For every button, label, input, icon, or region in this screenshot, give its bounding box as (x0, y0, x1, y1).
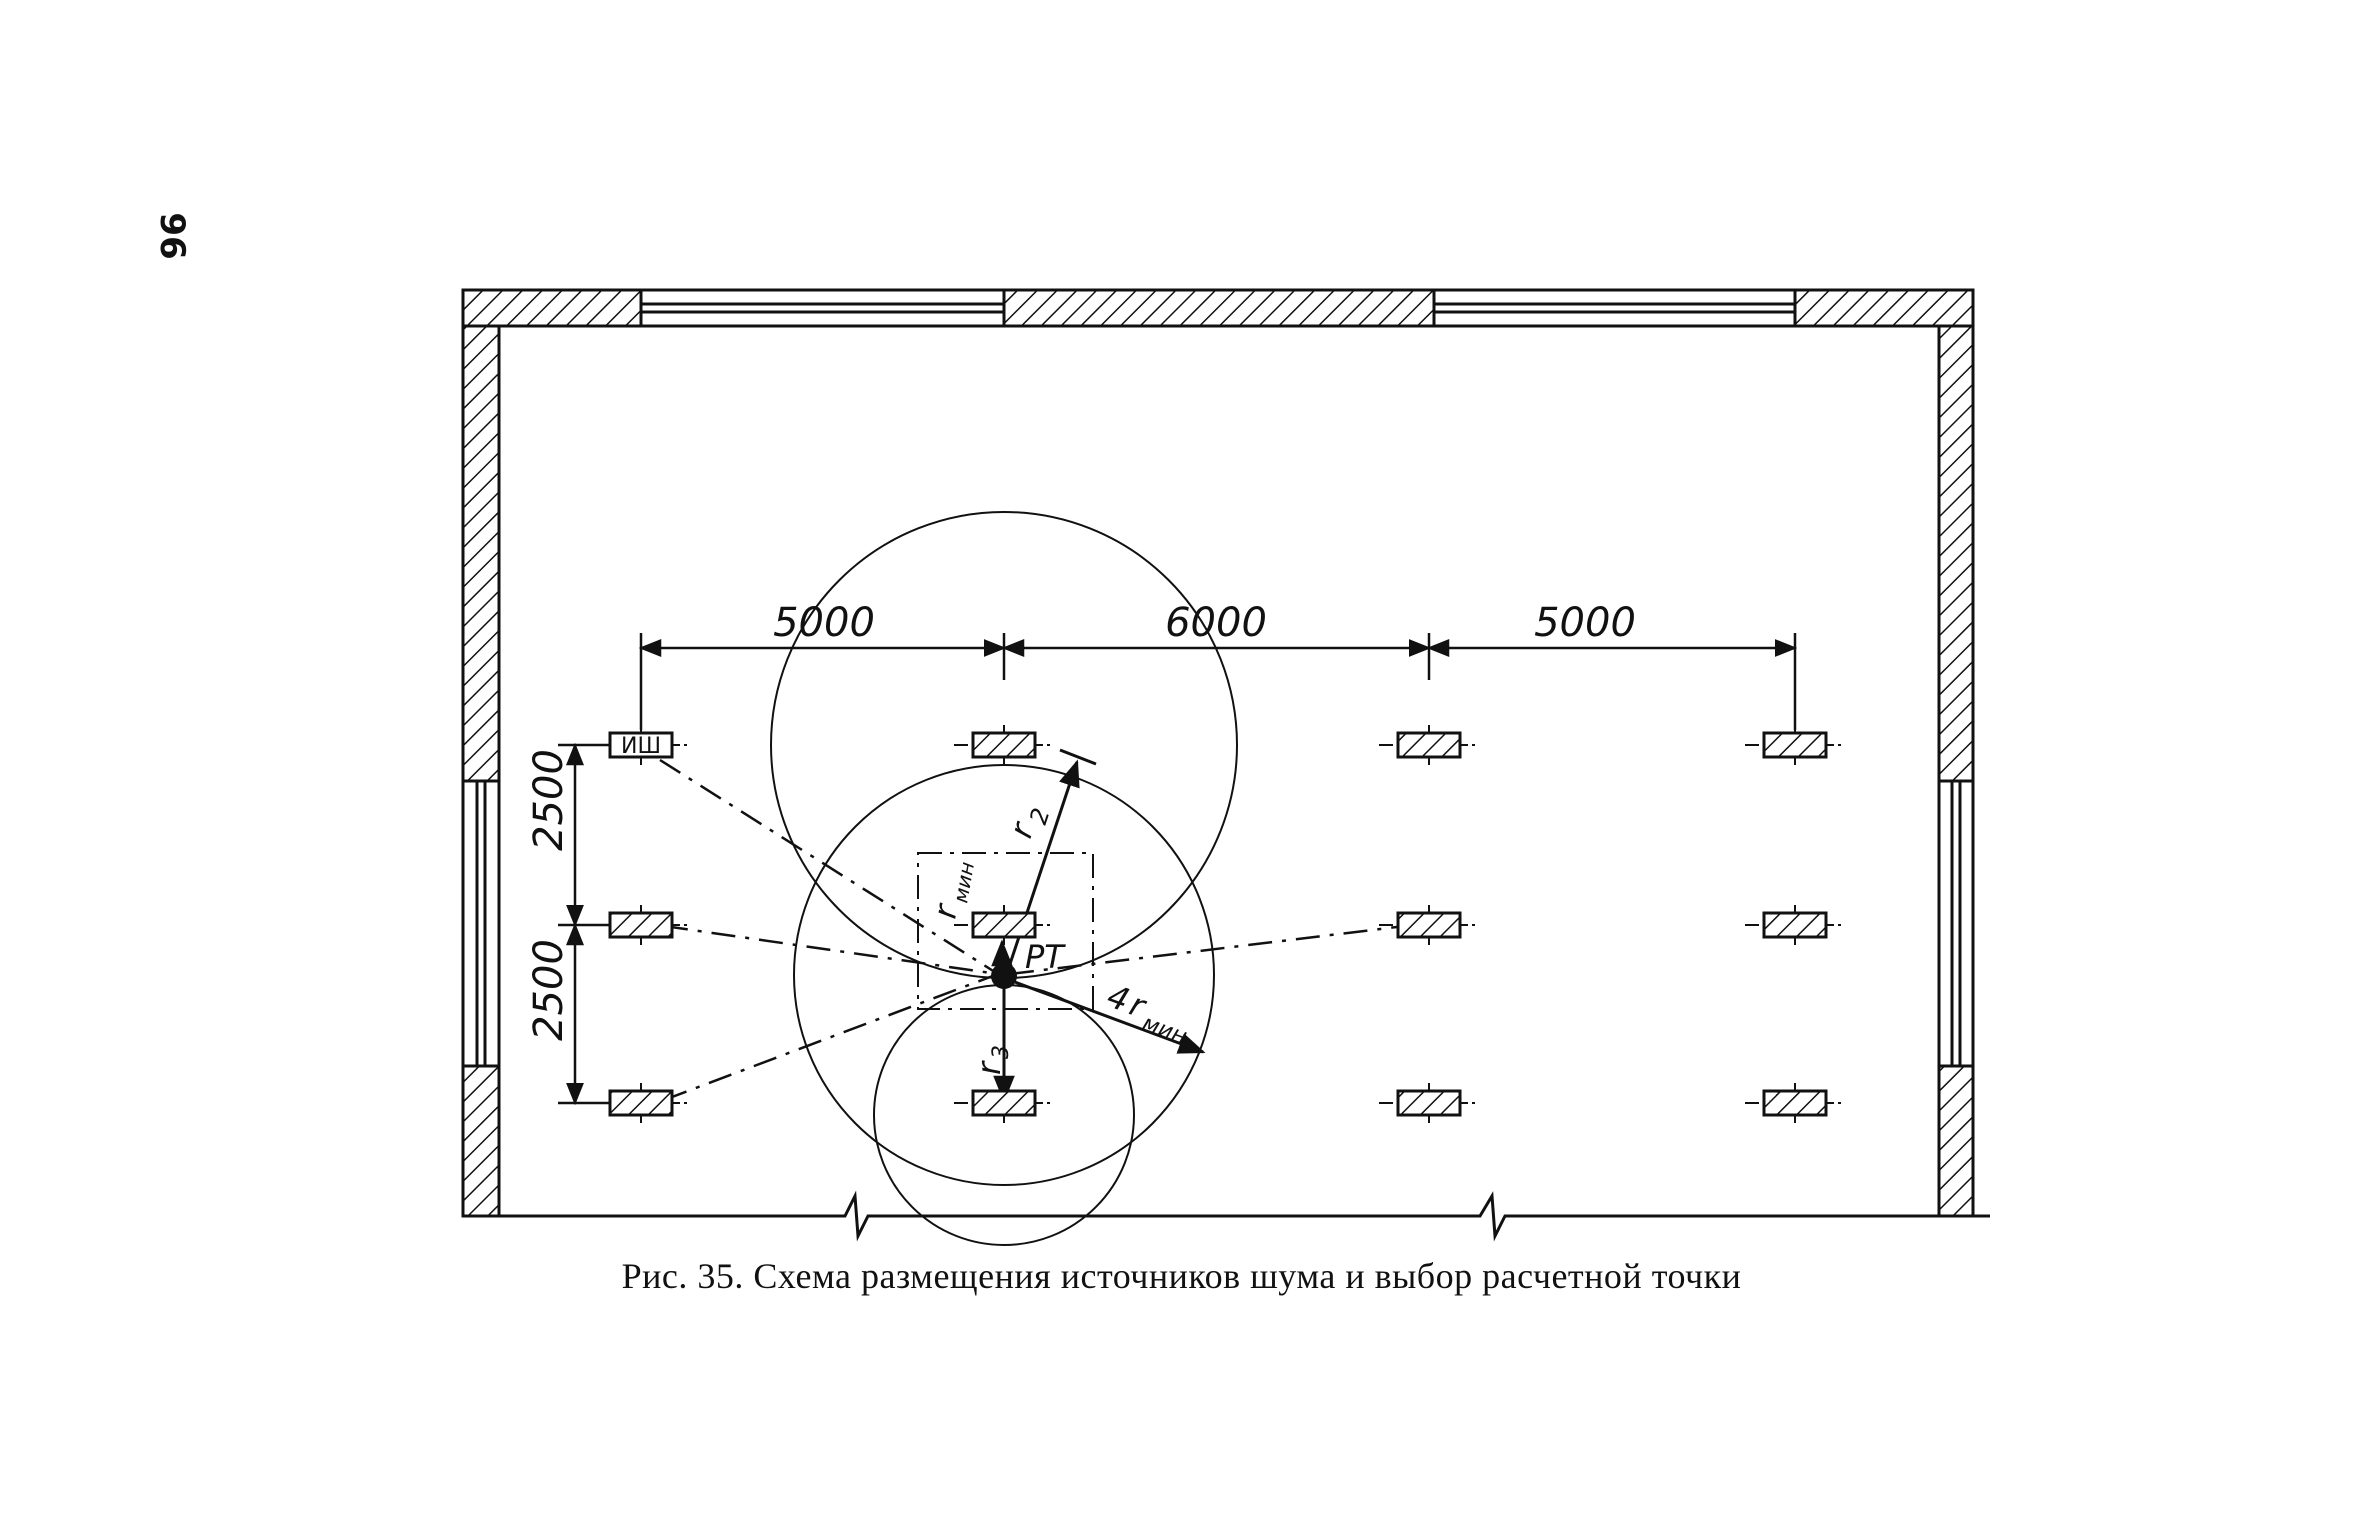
noise-source-r2c2 (954, 905, 1054, 945)
label-r3-subscript: 3 (989, 1045, 1014, 1059)
label-rmin-subscript: мин (948, 860, 979, 905)
wall-right-upper (1937, 324, 1975, 783)
source-body (608, 1089, 674, 1117)
label-4rmin-subscript: мин (1139, 1011, 1190, 1050)
wall-right (1937, 324, 1975, 1218)
calculation-point-label: РТ (1025, 938, 1066, 976)
wall-left (461, 324, 501, 1218)
noise-source-r2c4 (1745, 905, 1845, 945)
dim-label-horizontal-3: 5000 (1534, 600, 1636, 646)
label-r2: r 2 (1001, 805, 1055, 843)
noise-source-r2c1 (591, 905, 691, 945)
dim-label-vertical-2: 2500 (526, 939, 572, 1041)
source-body (971, 911, 1037, 939)
window-top-left (641, 288, 1004, 328)
dimension-labels: 5000 6000 5000 2500 2500 (526, 600, 1636, 1041)
noise-source-r1c1 (591, 725, 691, 765)
link-source-r3c1 (663, 972, 999, 1102)
source-body (1762, 911, 1828, 939)
source-body (1396, 911, 1462, 939)
noise-source-r1c3 (1379, 725, 1479, 765)
wall-right-lower (1937, 1064, 1975, 1218)
source-body (971, 1089, 1037, 1117)
noise-source-r3c3 (1379, 1083, 1479, 1123)
connection-lines (659, 758, 1406, 1102)
diagram-labels: ИШ РТ r 2 r 3 r мин 4 r мин (621, 734, 1190, 1075)
label-r3-symbol: r (970, 1060, 1008, 1075)
link-source-r1c1 (659, 758, 999, 976)
noise-source-r1c2 (954, 725, 1054, 765)
radius-4rmin-arrow (1003, 976, 1206, 1054)
link-source-r2c1 (663, 924, 999, 976)
wall-top (461, 288, 1975, 328)
dimension-lines (558, 633, 1798, 1106)
label-rmin: r мин (925, 860, 979, 921)
source-body (1396, 731, 1462, 759)
noise-source-r3c4 (1745, 1083, 1845, 1123)
wall-left-lower (461, 1064, 501, 1218)
floor-break-line (463, 1190, 1990, 1242)
wall-left-upper (461, 324, 501, 783)
dim-label-vertical-1: 2500 (526, 749, 572, 851)
radius-r2-tick (1059, 748, 1097, 766)
source-body (608, 731, 674, 759)
noise-source-r3c1 (591, 1083, 691, 1123)
source-label: ИШ (621, 734, 661, 759)
walls (461, 288, 1990, 1242)
figure-caption: Рис. 35. Схема размещения источников шум… (621, 1256, 1742, 1296)
wall-top-left-segment (461, 288, 643, 328)
window-left (461, 779, 501, 1068)
source-body (608, 911, 674, 939)
wall-top-right-segment (1793, 288, 1975, 328)
wall-top-center-segment (1002, 288, 1436, 328)
noise-source-r3c2 (954, 1083, 1054, 1123)
label-r2-subscript: 2 (1024, 805, 1055, 828)
link-source-r2c3 (1009, 924, 1406, 976)
calculation-point (991, 963, 1017, 989)
noise-sources (591, 725, 1845, 1123)
source-body (1762, 1089, 1828, 1117)
dim-label-horizontal-2: 6000 (1165, 600, 1267, 646)
noise-source-r2c3 (1379, 905, 1479, 945)
window-top-right (1434, 288, 1795, 328)
window-right (1937, 779, 1975, 1068)
label-4rmin: 4 r мин (1102, 977, 1190, 1050)
source-body (971, 731, 1037, 759)
source-body (1396, 1089, 1462, 1117)
noise-source-r1c4 (1745, 725, 1845, 765)
label-r3: r 3 (970, 1045, 1014, 1075)
source-body (1762, 731, 1828, 759)
dim-label-horizontal-1: 5000 (773, 600, 875, 646)
